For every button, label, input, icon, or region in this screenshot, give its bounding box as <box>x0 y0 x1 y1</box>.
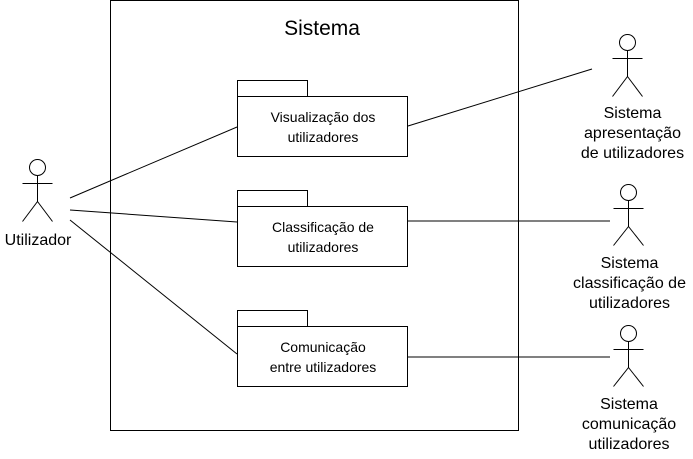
package-classificacao[interactable] <box>237 190 408 267</box>
package-classificacao-line2: utilizadores <box>287 239 359 255</box>
actor-classification-line2: classificação de <box>573 275 686 292</box>
system-title: Sistema <box>284 17 360 40</box>
package-classificacao-label: Classificação de utilizadores <box>238 207 408 267</box>
association-user-visualizacao <box>69 126 238 199</box>
actor-presentation-line3: de utilizadores <box>580 145 685 162</box>
package-visualizacao[interactable] <box>237 80 408 157</box>
package-comunicacao[interactable] <box>237 310 408 387</box>
actor-communication-label: Sistema comunicação utilizadores <box>568 395 690 455</box>
actor-classification-line3: utilizadores <box>589 295 670 312</box>
package-visualizacao-label: Visualização dos utilizadores <box>238 97 408 157</box>
package-classificacao-line1: Classificação de <box>272 219 374 235</box>
association-user-classificacao <box>69 209 238 223</box>
actor-classification-line1: Sistema <box>600 255 659 272</box>
actor-classification-label: Sistema classificação de utilizadores <box>566 254 693 314</box>
association-user-comunicacao <box>69 219 238 355</box>
package-visualizacao-line1: Visualização dos <box>270 109 376 125</box>
actor-communication-line3: utilizadores <box>588 436 670 453</box>
package-comunicacao-label: Comunicação entre utilizadores <box>238 327 408 387</box>
actor-communication-figure[interactable] <box>613 325 644 387</box>
actor-utilizador-figure[interactable] <box>22 159 53 222</box>
association-visualizacao-presentation <box>407 68 593 127</box>
system-boundary <box>110 0 519 431</box>
actor-utilizador-label: Utilizador <box>4 232 72 249</box>
package-comunicacao-line1: Comunicação <box>280 339 366 355</box>
package-visualizacao-line2: utilizadores <box>287 129 359 145</box>
actor-communication-line2: comunicação <box>581 416 677 433</box>
actor-classification-figure[interactable] <box>613 184 644 246</box>
package-comunicacao-line2: entre utilizadores <box>269 359 377 375</box>
actor-presentation-figure[interactable] <box>612 34 643 97</box>
actor-presentation-label: Sistema apresentação de utilizadores <box>572 104 693 164</box>
actor-presentation-line1: Sistema <box>603 105 662 122</box>
actor-communication-line1: Sistema <box>600 396 658 413</box>
actor-presentation-line2: apresentação <box>584 125 681 142</box>
